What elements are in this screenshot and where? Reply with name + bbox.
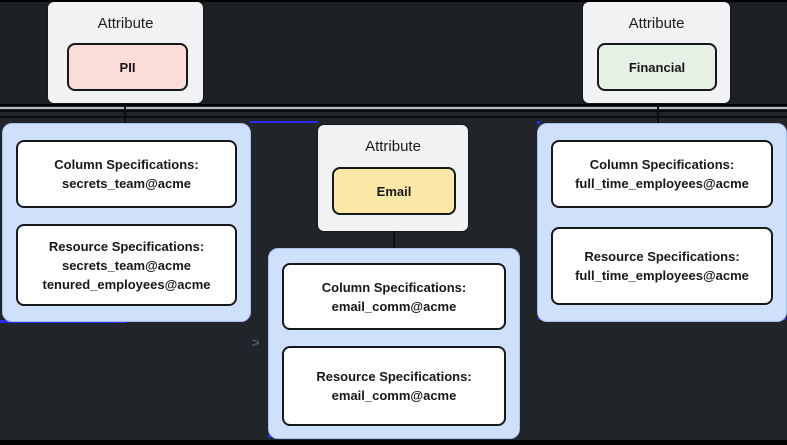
spec-box-title: Column Specifications: xyxy=(589,157,735,172)
spec-box-line: full_time_employees@acme xyxy=(575,176,749,191)
spec-group-email[interactable]: Column Specifications: email_comm@acme R… xyxy=(268,248,520,439)
column-specs-box-email[interactable]: Column Specifications: email_comm@acme xyxy=(282,263,506,330)
spec-box-line: email_comm@acme xyxy=(331,388,457,403)
attribute-card-title: Attribute xyxy=(97,15,154,32)
spec-box-line: full_time_employees@acme xyxy=(575,268,749,283)
spec-box-line: secrets_team@acme xyxy=(61,257,192,273)
attribute-card-title: Attribute xyxy=(628,15,685,32)
spec-group-pii[interactable]: Column Specifications: secrets_team@acme… xyxy=(2,123,251,322)
resource-specs-box-pii[interactable]: Resource Specifications: secrets_team@ac… xyxy=(16,224,237,306)
blue-edge-accent xyxy=(537,121,540,124)
column-specs-box-pii[interactable]: Column Specifications: secrets_team@acme xyxy=(16,140,237,208)
bottom-border-bar xyxy=(0,440,787,445)
edge-email-to-specs xyxy=(393,231,395,248)
horizontal-rule-dark-1 xyxy=(0,110,787,112)
spec-box-title: Resource Specifications: xyxy=(316,369,472,384)
spec-box-line: email_comm@acme xyxy=(331,298,457,314)
column-specs-box-financial[interactable]: Column Specifications: full_time_employe… xyxy=(551,140,773,208)
spec-box-title: Resource Specifications: xyxy=(584,249,740,264)
blue-edge-accent xyxy=(268,435,271,438)
attribute-chip-email[interactable]: Email xyxy=(332,167,456,215)
resource-specs-box-financial[interactable]: Resource Specifications: full_time_emplo… xyxy=(551,227,773,305)
spec-box-title: Resource Specifications: xyxy=(48,238,205,254)
edge-financial-to-specs xyxy=(657,103,659,123)
spec-box-title: Column Specifications: xyxy=(54,157,199,172)
attribute-card-email[interactable]: Attribute Email xyxy=(318,125,468,231)
attribute-chip-financial[interactable]: Financial xyxy=(597,43,717,91)
horizontal-rule-light xyxy=(0,107,787,109)
spec-box-title: Column Specifications: xyxy=(321,279,467,295)
blue-edge-segment-top xyxy=(250,121,318,123)
attribute-card-title: Attribute xyxy=(365,138,421,155)
spec-box-line: secrets_team@acme xyxy=(61,176,192,191)
spec-group-financial[interactable]: Column Specifications: full_time_employe… xyxy=(537,123,787,322)
spec-box-line: tenured_employees@acme xyxy=(42,276,211,292)
edge-pii-to-specs xyxy=(124,103,126,123)
horizontal-rule-dark-2 xyxy=(0,116,787,118)
resource-specs-box-email[interactable]: Resource Specifications: email_comm@acme xyxy=(282,346,506,426)
attribute-card-financial[interactable]: Attribute Financial xyxy=(583,2,730,103)
edge-arrowhead-icon: > xyxy=(252,335,260,350)
attribute-card-pii[interactable]: Attribute PII xyxy=(48,2,203,103)
attribute-chip-pii[interactable]: PII xyxy=(67,43,188,91)
